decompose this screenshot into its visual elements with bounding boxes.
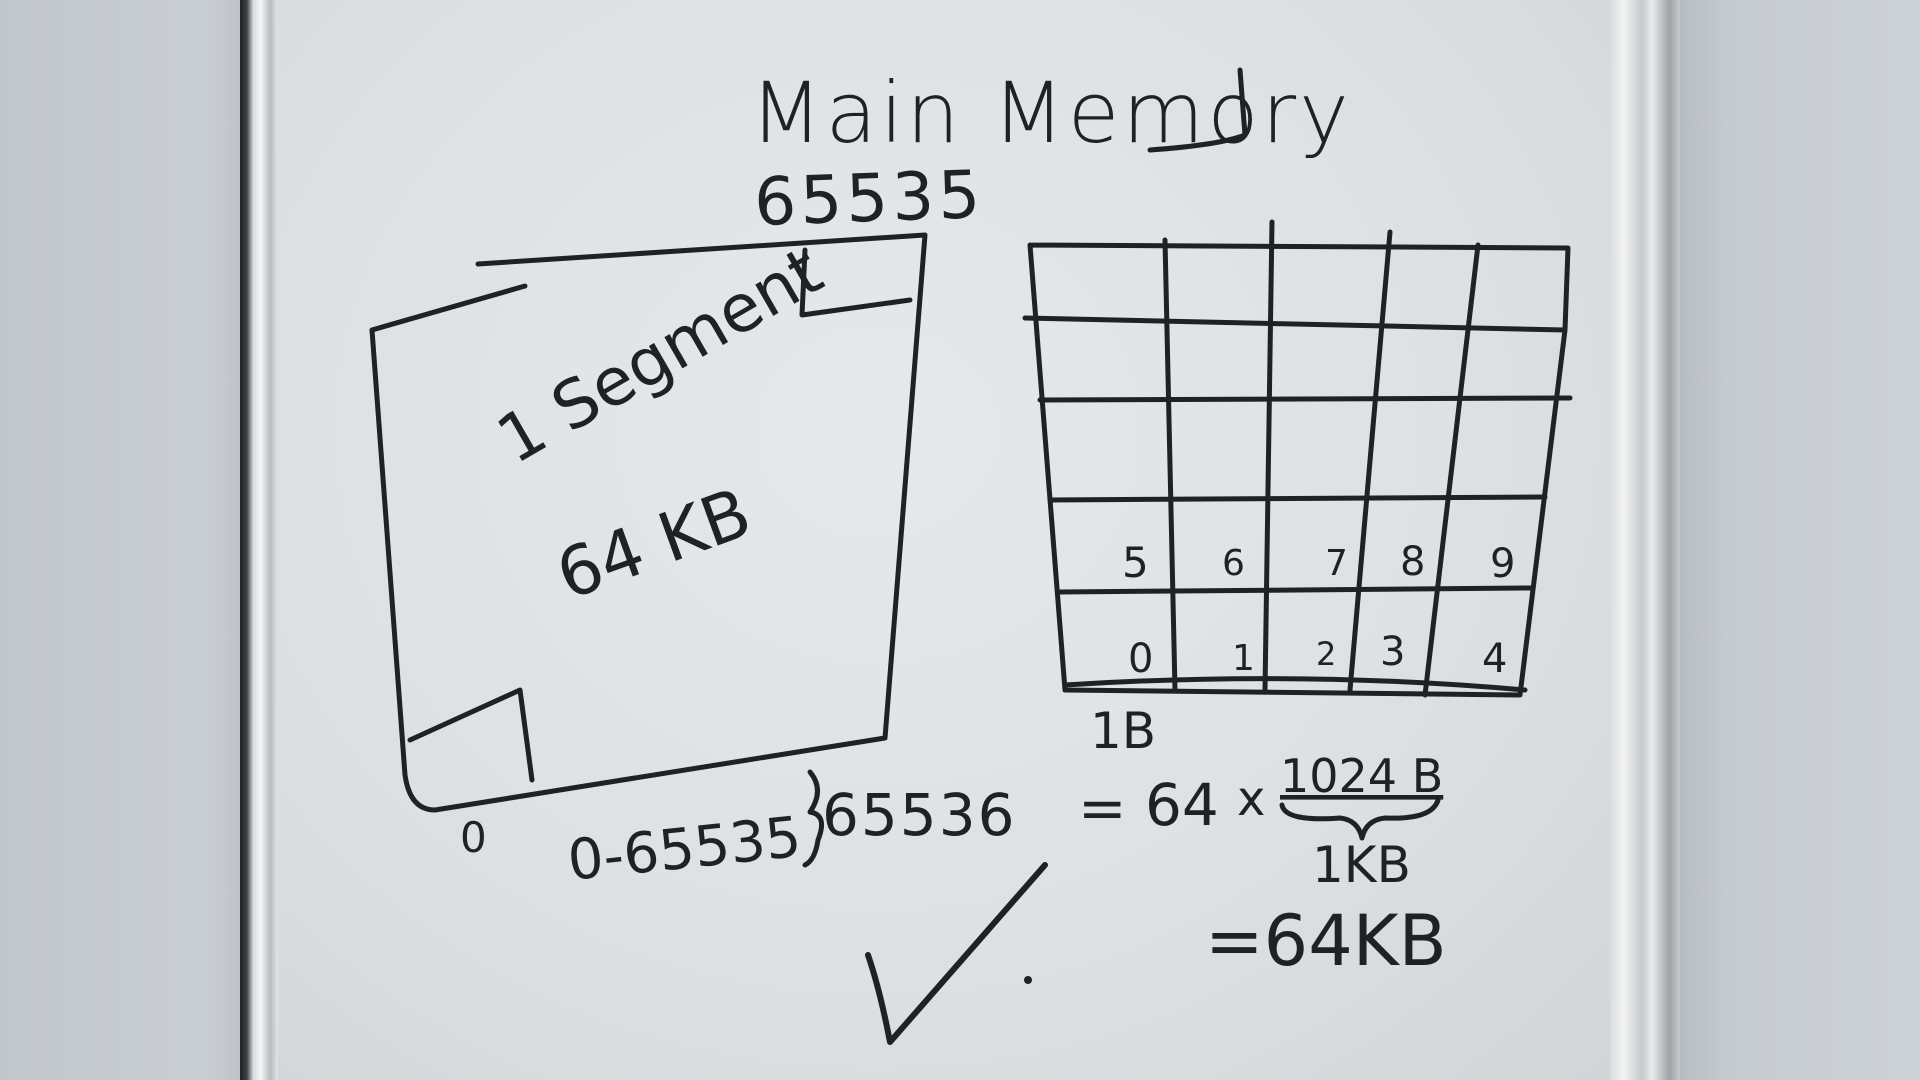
grid-col-line [1347, 229, 1393, 693]
multiplier: 64 [1145, 771, 1219, 839]
result-value: =64KB [1205, 900, 1447, 982]
segment-bottom-corner [407, 687, 535, 783]
grid-outline [1027, 242, 1571, 698]
grid-cell-label: 5 [1122, 538, 1149, 587]
title-underline [1147, 67, 1248, 153]
grid-col-line [1422, 242, 1481, 698]
grid-cell-label: 7 [1325, 543, 1348, 584]
grid-row-line [1022, 315, 1568, 333]
grid-cell-label: 1 [1232, 638, 1255, 679]
whiteboard-frame-left [240, 0, 278, 1080]
top-address: 65535 [753, 156, 986, 241]
total-bytes: 65536 [822, 781, 1017, 849]
range-brace [802, 769, 825, 868]
grid-cell-label: 2 [1316, 635, 1336, 673]
grid-cell-label: 3 [1380, 629, 1405, 675]
grid-col-line [1162, 237, 1178, 693]
address-range: 0-65535 [565, 805, 804, 894]
check-mark-icon [865, 862, 1048, 1045]
grid-cell-label: 0 [1128, 636, 1153, 682]
background-wall-left [0, 0, 240, 1080]
equals-sign: = [1078, 774, 1127, 842]
grid-cell-label: 8 [1400, 539, 1425, 585]
kb-underbrace [1279, 797, 1441, 841]
grid-row-line [1062, 676, 1528, 693]
grid-col-line [1262, 219, 1275, 693]
grid-cell-label: 4 [1482, 636, 1507, 682]
grid-cell-label: 6 [1222, 543, 1245, 584]
segment-size: 64 KB [547, 474, 761, 616]
segment-label: 1 Segment [485, 232, 835, 479]
dot-mark [1024, 976, 1032, 984]
background-wall-right [1680, 0, 1920, 1080]
segment-top-corner [799, 247, 913, 318]
bytes-value: 1024 B [1280, 749, 1443, 803]
segment-box [369, 232, 928, 813]
grid-cell-label: 9 [1490, 541, 1515, 587]
grid-row-line [1047, 494, 1548, 503]
whiteboard [278, 0, 1610, 1080]
cell-size-label: 1B [1090, 702, 1156, 760]
grid-row-line [1057, 585, 1533, 595]
grid-row-line [1037, 395, 1573, 403]
whiteboard-frame-right [1610, 0, 1680, 1080]
times-sign: x [1237, 771, 1265, 827]
board-title: Main Memory [750, 64, 1352, 162]
kb-note: 1KB [1312, 836, 1411, 894]
segment-bottom-address: 0 [460, 813, 487, 862]
